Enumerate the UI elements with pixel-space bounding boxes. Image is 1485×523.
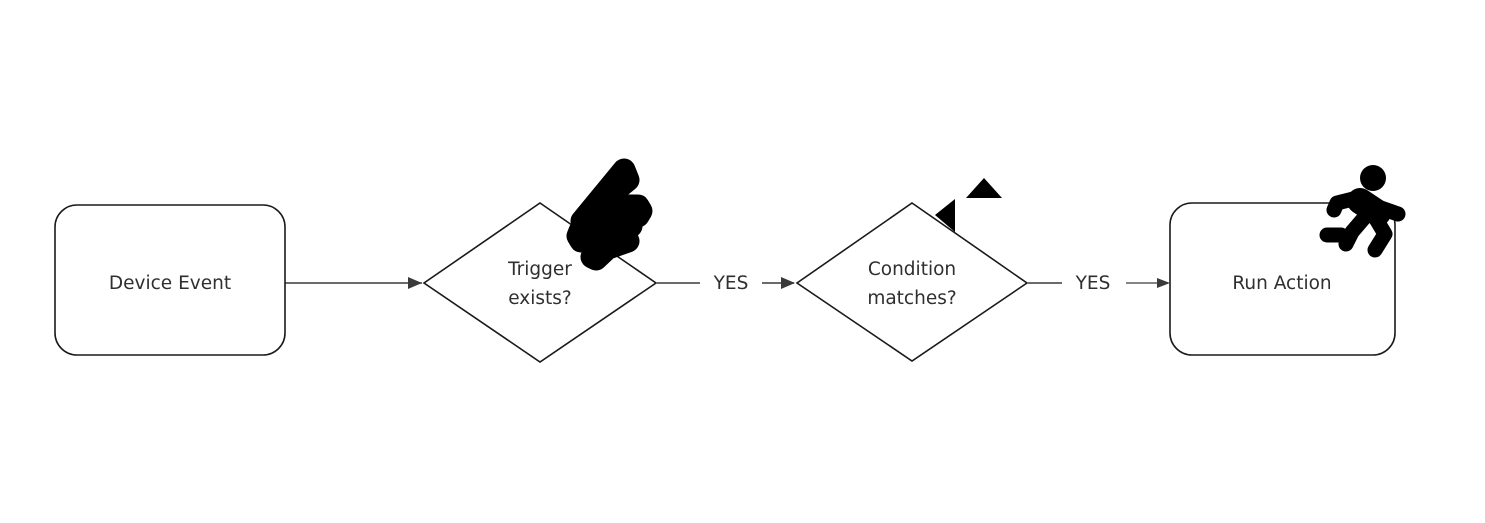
running-person-icon bbox=[1319, 165, 1406, 258]
condition-matches-label-line2: matches? bbox=[867, 288, 956, 309]
device-event-label: Device Event bbox=[109, 273, 231, 294]
edge-3-arrowhead bbox=[1157, 278, 1170, 288]
node-device-event[interactable]: Device Event bbox=[54, 204, 286, 356]
edge-3-label: YES bbox=[1075, 273, 1111, 294]
condition-matches-diamond[interactable] bbox=[795, 202, 1029, 362]
fork-branch-arrow-icon bbox=[935, 178, 1002, 232]
trigger-exists-label-line1: Trigger bbox=[507, 259, 572, 280]
edge-2-arrowhead bbox=[781, 277, 795, 289]
lightning-bolt-icon bbox=[566, 158, 653, 271]
edge-trigger-to-condition: YES bbox=[657, 273, 795, 294]
edge-2-label: YES bbox=[713, 273, 749, 294]
run-action-label: Run Action bbox=[1232, 273, 1331, 294]
edge-1-arrowhead bbox=[408, 277, 422, 289]
condition-matches-label-line1: Condition bbox=[868, 259, 956, 280]
edge-condition-to-run-action: YES bbox=[1028, 273, 1170, 294]
running-person-head bbox=[1360, 165, 1386, 191]
trigger-exists-label-line2: exists? bbox=[508, 288, 572, 309]
node-trigger-exists[interactable]: Trigger exists? bbox=[422, 202, 658, 363]
device-event-box[interactable] bbox=[54, 204, 286, 356]
node-condition-matches[interactable]: Condition matches? bbox=[795, 202, 1029, 362]
edge-device-event-to-trigger bbox=[285, 277, 422, 289]
